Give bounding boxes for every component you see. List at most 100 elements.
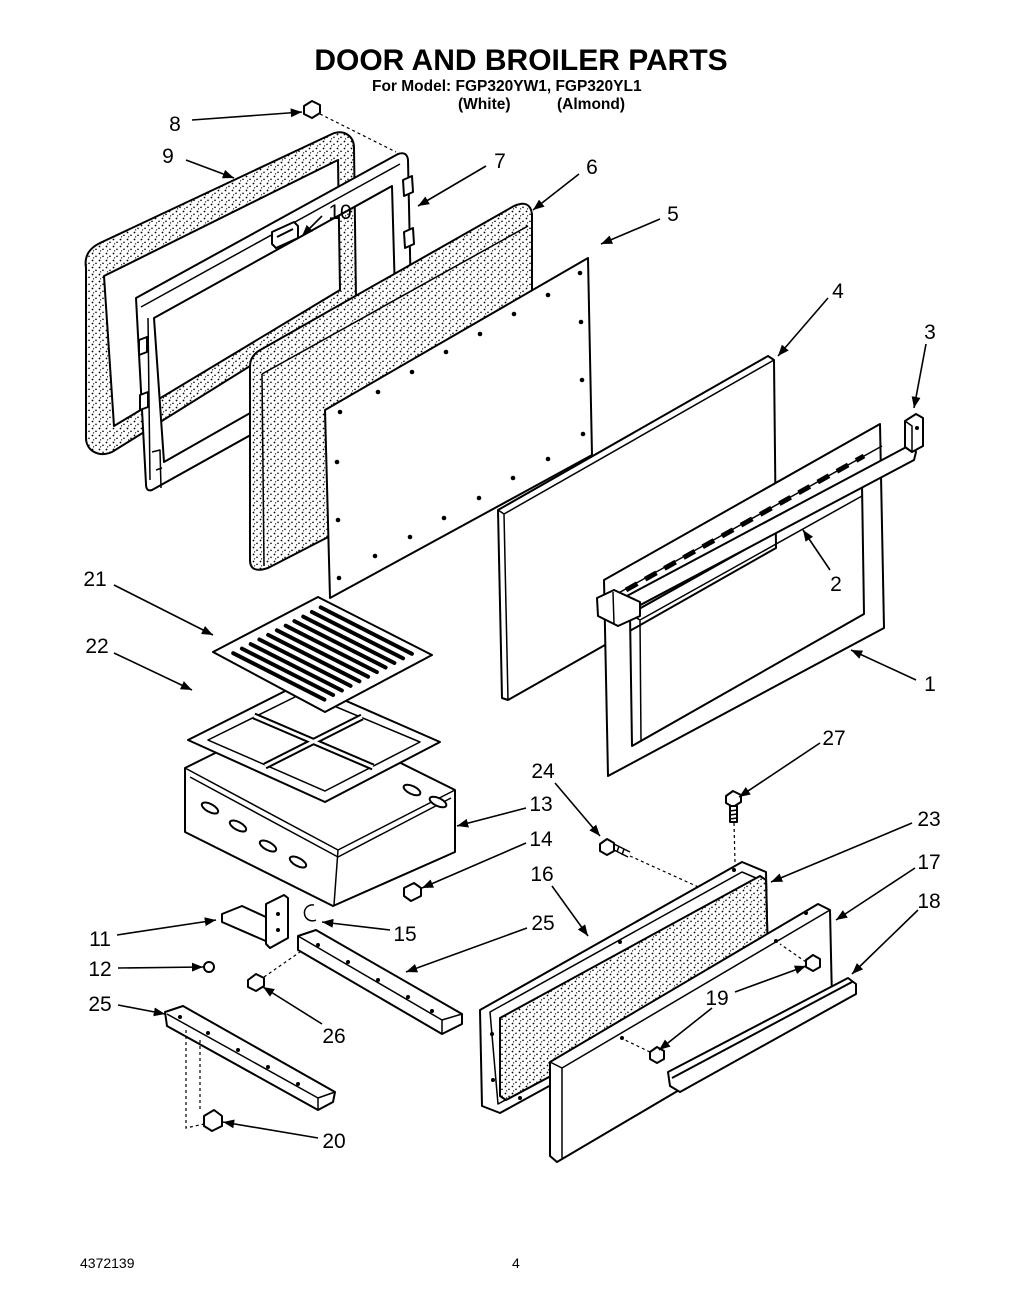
frame-tab: [402, 175, 414, 197]
panel-hole: [774, 939, 778, 943]
broiler-pan-vents: [200, 783, 448, 869]
door-gasket: [84, 131, 357, 456]
retaining-ring: [303, 904, 317, 922]
broiler-pan-insert: [187, 681, 441, 803]
callout-arrows: [113, 108, 927, 1139]
drawer-rail-holes: [178, 1015, 300, 1086]
broiler-pan-rim: [184, 767, 456, 906]
callout-arrow-19-a: [734, 965, 807, 993]
callout-arrow-20: [222, 1119, 319, 1139]
pan-clip: [403, 882, 422, 902]
callout-arrow-15: [321, 918, 391, 931]
screw-path-line: [319, 113, 397, 153]
handle-screw: [805, 954, 821, 972]
drawer-screw-side: [599, 838, 706, 891]
callout-arrow-1: [850, 649, 917, 681]
callout-label-11: 11: [89, 928, 111, 951]
callout-label-20: 20: [322, 1130, 345, 1153]
callout-arrow-9: [185, 159, 235, 179]
hinge-bracket-hole: [915, 426, 919, 430]
panel-hole: [620, 1036, 624, 1040]
door-bracket: [271, 221, 299, 249]
callout-arrow-23: [770, 822, 913, 883]
callout-label-7: 7: [494, 150, 506, 173]
rail-clip-path-line: [185, 1030, 205, 1129]
drawer-rail-upper: [297, 929, 463, 1035]
callout-label-10: 10: [328, 201, 351, 224]
callout-arrow-25-upper: [405, 927, 528, 973]
callout-arrow-12: [117, 962, 204, 972]
door-glass: [497, 355, 777, 701]
hinge-bracket: [904, 413, 924, 453]
callout-label-27: 27: [822, 727, 845, 750]
page-number: 4: [512, 1255, 520, 1271]
drawer-rail-body: [297, 929, 463, 1035]
drawer-rail-holes: [316, 943, 434, 1013]
callout-label-3: 3: [924, 321, 936, 344]
handle-screw: [649, 1046, 665, 1064]
callout-label-1: 1: [924, 673, 936, 696]
callout-label-22: 22: [85, 635, 108, 658]
drawer-handle: [667, 977, 857, 1093]
callout-label-2: 2: [830, 573, 842, 596]
callout-label-21: 21: [83, 568, 106, 591]
trim-end-cap-edge: [612, 591, 615, 625]
door-glass-edge: [497, 359, 775, 701]
screw-shank: [613, 843, 631, 858]
frame-hook: [151, 449, 163, 489]
callout-labels: 8 9 7 6 10 5 4 3 2 1 21 22 27 24 13 14 2…: [83, 113, 940, 1153]
callout-arrow-10: [301, 215, 323, 237]
callout-arrow-18: [851, 909, 919, 975]
callout-arrow-21: [113, 584, 214, 636]
callout-label-14: 14: [529, 828, 553, 851]
screw-thread: [729, 809, 738, 820]
callout-arrow-22: [113, 652, 193, 691]
screw-path-line: [779, 943, 807, 963]
broiler-pan-insert-rim: [207, 692, 421, 792]
callout-label-19: 19: [705, 987, 728, 1010]
screw-path-line: [624, 1039, 651, 1053]
drawer-rail-body: [164, 1005, 336, 1111]
callout-label-23: 23: [917, 808, 940, 831]
rail-screw-path-line: [263, 951, 301, 978]
panel-holes: [334, 270, 586, 581]
callout-arrow-5: [600, 218, 661, 245]
inner-door-panel-body: [324, 257, 593, 599]
vent-slots: [624, 453, 866, 593]
screw-head: [303, 100, 321, 119]
rail-screw: [247, 951, 301, 992]
callout-label-4: 4: [832, 280, 844, 303]
callout-arrow-17: [835, 867, 916, 921]
callout-label-13: 13: [529, 793, 552, 816]
rail-bracket-hole: [276, 912, 280, 916]
broiler-grid-slots: [231, 605, 414, 702]
bumper: [203, 961, 215, 973]
drawer-rail-edge: [166, 1013, 336, 1110]
broiler-grid: [212, 596, 433, 713]
callout-label-25-lower: 25: [88, 993, 111, 1016]
callout-arrow-11: [116, 917, 217, 936]
color-variant-white: (White): [458, 96, 511, 113]
frame-tab: [139, 391, 149, 411]
screw-path-line: [733, 822, 736, 863]
screw-path-line: [629, 855, 706, 891]
callout-arrow-24: [554, 782, 601, 837]
drawer-front-panel-edge: [549, 909, 831, 1158]
screw-head: [725, 790, 742, 808]
document-number: 4372139: [80, 1255, 135, 1271]
inner-door-panel: [324, 257, 593, 599]
callout-label-24: 24: [531, 760, 555, 783]
callout-label-16: 16: [530, 863, 553, 886]
page-title: DOOR AND BROILER PARTS: [314, 44, 727, 77]
rail-clip: [203, 1109, 223, 1132]
callout-arrow-6: [532, 173, 580, 211]
screw-head: [599, 838, 615, 856]
drawer-rail-edge: [297, 935, 463, 1034]
callout-label-15: 15: [393, 923, 416, 946]
door-screw: [303, 100, 397, 153]
rail-bracket-plate: [221, 905, 269, 943]
callout-label-9: 9: [162, 145, 174, 168]
callout-arrow-13: [456, 807, 527, 828]
